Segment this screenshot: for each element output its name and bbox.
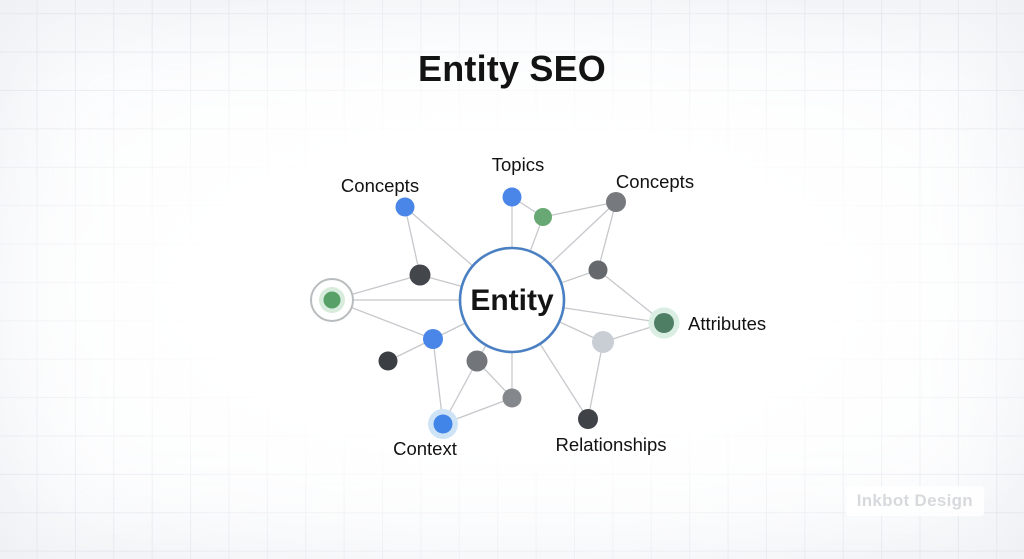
node-context — [428, 409, 458, 439]
node-light-gray — [592, 331, 614, 353]
entity-label: Entity — [470, 284, 554, 317]
node-dark-upper-left — [409, 264, 431, 286]
label-relationships: Relationships — [555, 434, 666, 455]
node-ringed-green — [310, 278, 354, 322]
label-topics: Topics — [492, 154, 544, 175]
node-green-top — [534, 208, 552, 226]
node-concepts-right — [606, 192, 626, 212]
entity-circle — [458, 246, 566, 354]
node-gray-bottom — [502, 388, 522, 408]
nodes-layer — [310, 187, 680, 439]
edge-concepts-left-dark-upper-left — [404, 206, 421, 276]
label-concepts-left: Concepts — [341, 175, 419, 196]
node-blue-mid — [423, 329, 443, 349]
edge-light-gray-relationships — [587, 341, 604, 420]
node-relationships — [578, 409, 598, 429]
node-dark-left — [378, 351, 398, 371]
label-concepts-right: Concepts — [616, 171, 694, 192]
node-attributes — [648, 307, 680, 339]
edge-green-top-concepts-right — [542, 201, 617, 218]
edge-concepts-right-gray-right — [597, 201, 617, 271]
label-attributes: Attributes — [688, 313, 766, 334]
node-concepts-left — [395, 197, 415, 217]
center-node: Entity — [458, 246, 566, 354]
node-topics — [502, 187, 522, 207]
node-gray-right — [588, 260, 608, 280]
page-title: Entity SEO — [417, 48, 607, 89]
node-gray-mid — [466, 350, 488, 372]
watermark: Inkbot Design — [845, 486, 984, 516]
label-context: Context — [393, 438, 457, 459]
